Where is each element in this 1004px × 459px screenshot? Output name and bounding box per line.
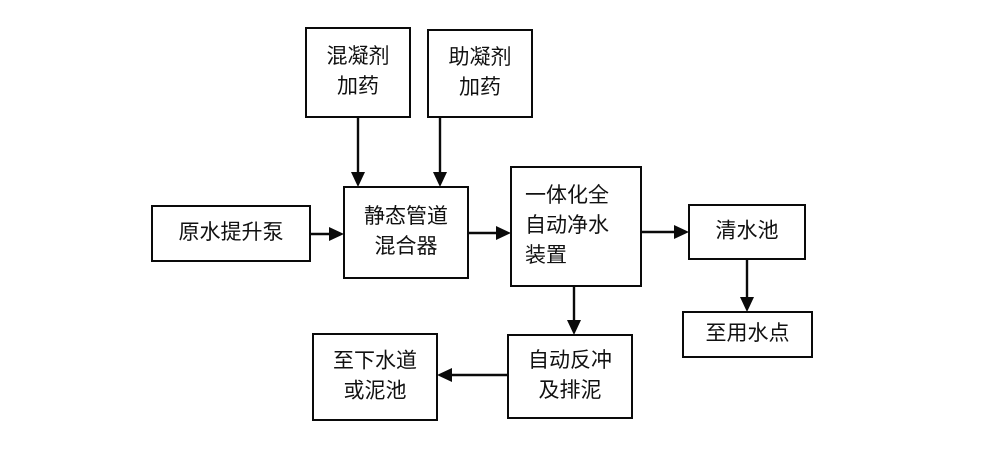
node-box[interactable] — [151, 205, 311, 262]
arrow-head-icon — [433, 172, 447, 187]
arrow-head-icon — [496, 226, 511, 240]
node-raw-water-lift-pump[interactable]: 原水提升泵 — [151, 205, 311, 262]
edge-clean-water-tank-to-use-point — [740, 259, 754, 312]
arrow-head-icon — [740, 297, 754, 312]
node-label-line: 一体化全 — [525, 184, 609, 207]
arrow-head-icon — [437, 368, 452, 382]
node-box[interactable] — [688, 204, 806, 260]
edge-coagulant-to-mixer — [351, 117, 365, 187]
node-label-line: 或泥池 — [344, 380, 407, 403]
edge-backwash-to-sewer — [437, 368, 508, 382]
node-box[interactable] — [507, 334, 633, 419]
node-box[interactable] — [682, 311, 813, 358]
node-label-line: 加药 — [459, 76, 501, 99]
edge-purifier-to-clean-water-tank — [641, 225, 689, 239]
node-label-line: 清水池 — [716, 220, 779, 243]
edge-mixer-to-purifier — [468, 226, 511, 240]
node-label-line: 装置 — [525, 244, 567, 267]
node-box[interactable] — [510, 166, 642, 287]
node-label-line: 至用水点 — [706, 322, 790, 345]
node-label-line: 及排泥 — [539, 379, 602, 402]
node-label-line: 自动反冲 — [528, 349, 612, 372]
arrow-head-icon — [351, 172, 365, 187]
node-label-line: 助凝剂 — [449, 46, 512, 69]
edges-layer — [310, 117, 754, 382]
node-label-line: 自动净水 — [525, 214, 609, 237]
node-box[interactable] — [343, 186, 469, 279]
node-clean-water-tank[interactable]: 清水池 — [688, 204, 806, 260]
arrow-head-icon — [674, 225, 689, 239]
node-box[interactable] — [312, 333, 438, 421]
node-label-line: 静态管道 — [364, 205, 448, 228]
arrow-head-icon — [567, 320, 581, 335]
edge-flocculant-to-mixer — [433, 117, 447, 187]
node-label-line: 至下水道 — [333, 350, 417, 373]
node-label-line: 混凝剂 — [327, 45, 390, 68]
node-box[interactable] — [305, 27, 411, 118]
node-label-line: 原水提升泵 — [179, 221, 284, 244]
nodes-layer: 混凝剂加药助凝剂加药原水提升泵静态管道混合器一体化全自动净水装置清水池至用水点自… — [151, 27, 813, 421]
edge-pump-to-mixer — [310, 227, 344, 241]
node-label-line: 加药 — [337, 75, 379, 98]
arrow-head-icon — [329, 227, 344, 241]
edge-purifier-to-backwash — [567, 286, 581, 335]
node-box[interactable] — [427, 29, 533, 118]
node-label-line: 混合器 — [375, 235, 438, 258]
node-to-water-use-point[interactable]: 至用水点 — [682, 311, 813, 358]
